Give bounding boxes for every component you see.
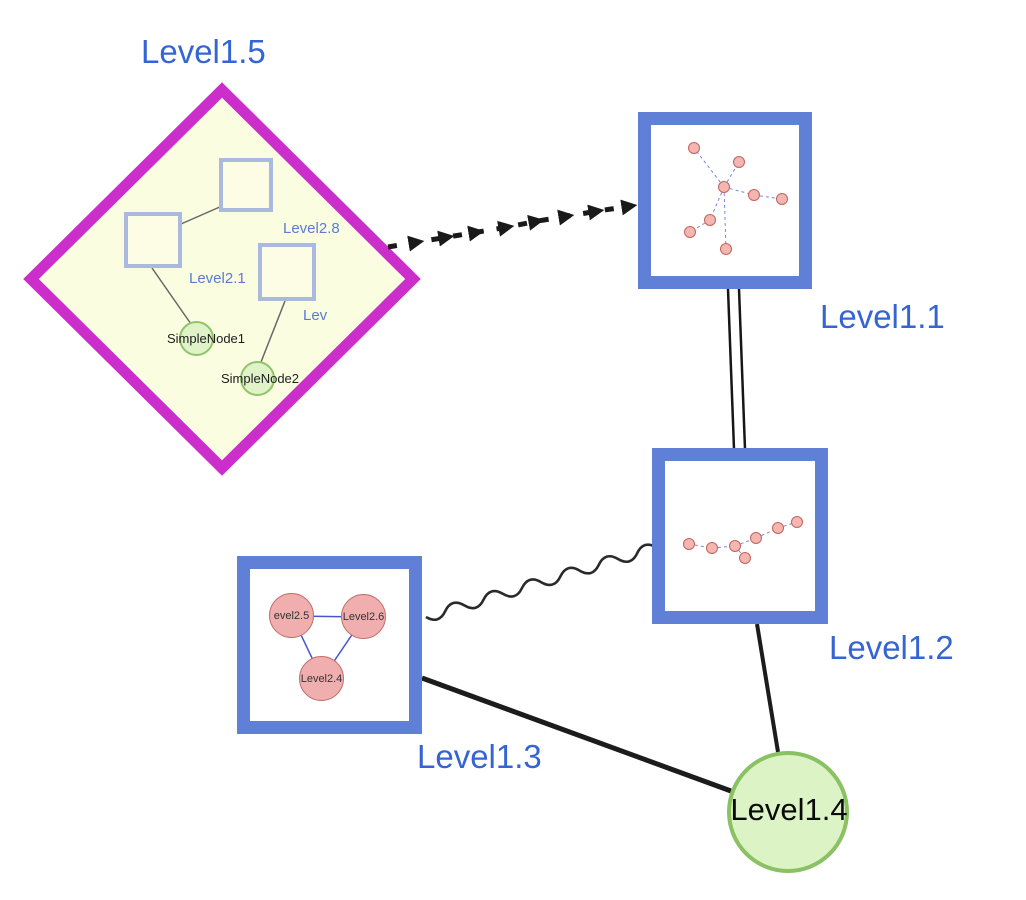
label-level2-1: Level2.1 bbox=[189, 270, 246, 287]
node-simplenode2[interactable] bbox=[240, 361, 275, 396]
mini-node[interactable] bbox=[750, 532, 762, 544]
label-level2-4: Level2.4 bbox=[300, 672, 343, 685]
level1-2-subgraph bbox=[683, 516, 803, 564]
level1-3-subgraph: evel2.5 Level2.6 Level2.4 bbox=[250, 569, 409, 721]
label-level1-3: Level1.3 bbox=[417, 738, 542, 775]
mini-node[interactable] bbox=[704, 214, 716, 226]
mini-node[interactable] bbox=[748, 189, 760, 201]
node-simplenode1[interactable] bbox=[179, 321, 214, 356]
label-level2-right: Lev bbox=[303, 307, 328, 324]
mini-node[interactable] bbox=[791, 516, 803, 528]
edge-l15-l11-dashed-arrow bbox=[387, 199, 638, 252]
label-level2-8: Level2.8 bbox=[283, 220, 340, 237]
mini-node[interactable] bbox=[684, 226, 696, 238]
mini-node[interactable] bbox=[688, 142, 700, 154]
mini-node[interactable] bbox=[718, 181, 730, 193]
level1-2-subgraph-nodes[interactable] bbox=[683, 516, 803, 564]
mini-node[interactable] bbox=[720, 243, 732, 255]
node-level2-right-square[interactable] bbox=[258, 243, 316, 301]
mini-node[interactable] bbox=[772, 522, 784, 534]
label-level1-4: Level1.4 bbox=[730, 792, 848, 827]
label-simplenode2: SimpleNode2 bbox=[220, 371, 300, 386]
node-level1-1[interactable] bbox=[638, 112, 812, 289]
edge-level2-right-to-simplenode2 bbox=[260, 300, 286, 363]
level1-1-subgraph bbox=[684, 142, 788, 255]
edge-l12-l14 bbox=[755, 623, 780, 753]
mini-node[interactable] bbox=[706, 542, 718, 554]
label-simplenode1: SimpleNode1 bbox=[166, 331, 246, 346]
label-level2-5: evel2.5 bbox=[273, 609, 310, 622]
label-level1-2: Level1.2 bbox=[829, 629, 954, 666]
edge-l13-l12-wavy bbox=[425, 543, 658, 622]
level1-1-subgraph-nodes[interactable] bbox=[684, 142, 788, 255]
edge-l13-l14 bbox=[421, 675, 732, 794]
node-level1-3[interactable]: evel2.5 Level2.6 Level2.4 bbox=[237, 556, 422, 734]
edge-level2-1-to-level2-8 bbox=[180, 205, 223, 225]
mini-node[interactable] bbox=[729, 540, 741, 552]
label-level2-6: Level2.6 bbox=[342, 610, 385, 623]
edge-level2-1-to-simplenode1 bbox=[151, 267, 192, 325]
node-level2-4[interactable]: Level2.4 bbox=[299, 656, 344, 701]
node-level2-8-square[interactable] bbox=[219, 158, 273, 212]
label-level1-5: Level1.5 bbox=[141, 33, 266, 70]
node-level2-6[interactable]: Level2.6 bbox=[341, 594, 386, 639]
mini-node[interactable] bbox=[683, 538, 695, 550]
edge-l11-l12-line-b bbox=[737, 288, 747, 450]
edge-l11-l12-line-a bbox=[726, 288, 736, 450]
node-level2-1-square[interactable] bbox=[124, 212, 182, 268]
mini-node[interactable] bbox=[776, 193, 788, 205]
mini-node[interactable] bbox=[739, 552, 751, 564]
mini-node[interactable] bbox=[733, 156, 745, 168]
node-level2-5[interactable]: evel2.5 bbox=[269, 593, 314, 638]
node-level1-4[interactable] bbox=[727, 751, 849, 873]
label-level1-1: Level1.1 bbox=[820, 298, 945, 335]
node-level1-5-diamond[interactable] bbox=[23, 82, 421, 476]
node-level1-2[interactable] bbox=[652, 448, 828, 624]
